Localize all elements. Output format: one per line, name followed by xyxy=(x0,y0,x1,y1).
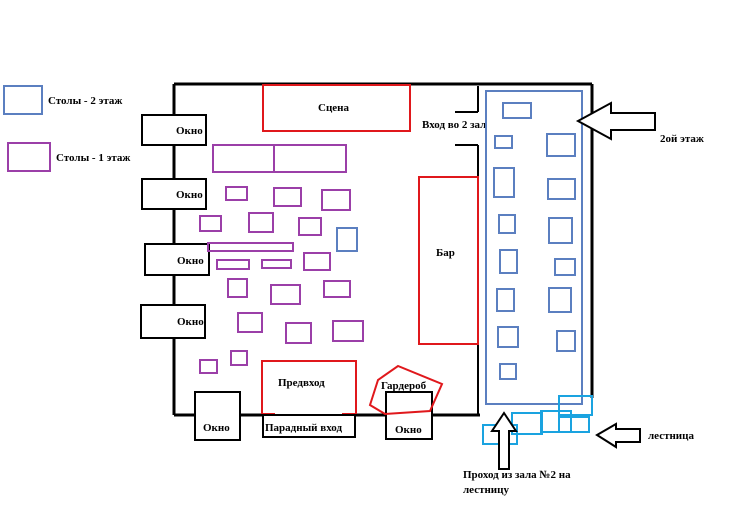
bar xyxy=(418,176,479,345)
pre-entrance-label: Предвход xyxy=(278,377,325,389)
window-5-label: Окно xyxy=(203,422,230,434)
window-4 xyxy=(140,304,206,339)
table-f2 xyxy=(496,288,515,312)
windows xyxy=(140,114,433,441)
floor2-arrow xyxy=(575,101,656,141)
table-f2 xyxy=(548,287,572,313)
window-6-label: Окно xyxy=(395,424,422,436)
window-2-label: Окно xyxy=(176,189,203,201)
table-f1 xyxy=(321,189,351,211)
floor2-tables xyxy=(493,102,576,380)
window-2 xyxy=(141,178,207,210)
table-f1 xyxy=(227,278,248,298)
floor2-label: 2ой этаж xyxy=(660,133,704,145)
pre-entrance xyxy=(261,360,357,414)
table-f2 xyxy=(499,249,518,274)
table-f1 xyxy=(199,215,222,232)
window-1-label: Окно xyxy=(176,125,203,137)
table-f1 xyxy=(207,242,294,252)
window-3-label: Окно xyxy=(177,255,204,267)
table-f2 xyxy=(556,330,576,352)
bar-label: Бар xyxy=(436,247,455,259)
table-f1 xyxy=(248,212,274,233)
table-f1 xyxy=(212,144,347,173)
table-f1 xyxy=(323,280,351,298)
table-f1 xyxy=(199,359,218,374)
table-f1 xyxy=(273,187,302,207)
table-f1 xyxy=(285,322,312,344)
window-3 xyxy=(144,243,210,276)
cloakroom-label: Гардероб xyxy=(381,380,427,392)
main-entrance xyxy=(262,414,356,438)
stairs-arrow xyxy=(595,422,641,449)
cloakroom xyxy=(368,364,444,416)
table-f1 xyxy=(270,284,301,305)
passage-arrow xyxy=(490,411,518,470)
window-6 xyxy=(385,391,433,440)
table-f2 xyxy=(498,214,516,234)
table-f2 xyxy=(497,326,519,348)
window-4-label: Окно xyxy=(177,316,204,328)
hall2-entrance-label: Вход во 2 зал xyxy=(422,119,486,131)
table-f2 xyxy=(336,227,358,252)
table-f1 xyxy=(303,252,331,271)
table-f1 xyxy=(237,312,263,333)
table-f1 xyxy=(225,186,248,201)
table-f2 xyxy=(502,102,532,119)
table-f2 xyxy=(548,217,573,244)
window-1 xyxy=(141,114,207,146)
window-5 xyxy=(194,391,241,441)
stage xyxy=(262,84,411,132)
table-f2 xyxy=(494,135,513,149)
main-entrance-label: Парадный вход xyxy=(265,422,342,434)
hall2-floor2-area xyxy=(485,90,583,405)
table-f1 xyxy=(332,320,364,342)
legend-floor1-swatch xyxy=(7,142,51,172)
table-f2 xyxy=(493,167,515,198)
table-f2 xyxy=(547,178,576,200)
passage-label-line1: Проход из зала №2 на xyxy=(463,469,571,481)
passage-label-line2: лестницу xyxy=(463,484,509,496)
stage-label: Сцена xyxy=(318,102,350,114)
table-f2 xyxy=(499,363,517,380)
legend-floor1-label: Столы - 1 этаж xyxy=(56,152,130,164)
table-f2 xyxy=(554,258,576,276)
table-f2 xyxy=(546,133,576,157)
floor1-tables xyxy=(199,144,364,374)
legend-floor2-swatch xyxy=(3,85,43,115)
stairs-label: лестница xyxy=(648,430,694,442)
table-f1 xyxy=(230,350,248,366)
table-f1 xyxy=(261,259,292,269)
table-f1 xyxy=(298,217,322,236)
legend-floor2-label: Столы - 2 этаж xyxy=(48,95,122,107)
table-f1 xyxy=(216,259,250,270)
hall2-partition xyxy=(455,86,479,415)
